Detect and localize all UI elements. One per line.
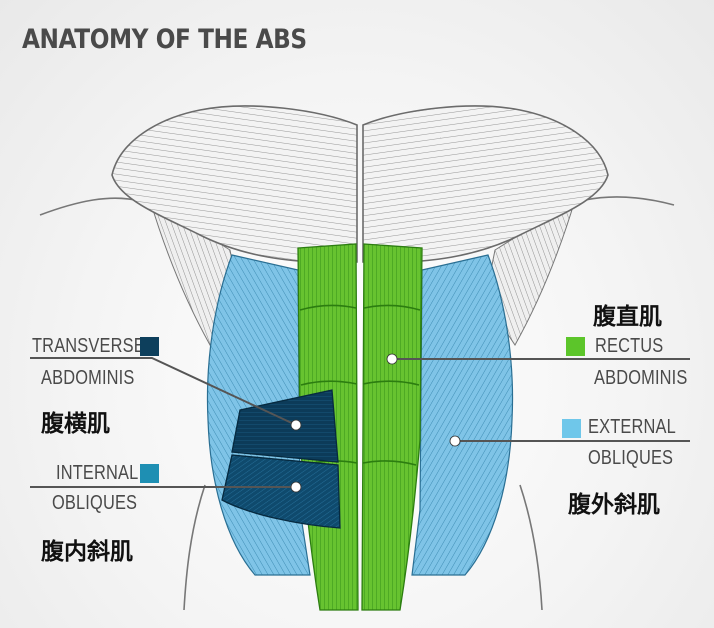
pectoral-muscles xyxy=(111,105,609,264)
marker-transverse-abdominis xyxy=(290,419,302,431)
label-transverse-line2: ABDOMINIS xyxy=(41,367,135,389)
swatch-transverse-abdominis xyxy=(140,337,159,356)
marker-rectus-abdominis xyxy=(386,353,398,365)
label-rectus-line2: ABDOMINIS xyxy=(594,367,688,389)
body-outline xyxy=(39,196,675,611)
swatch-internal-obliques xyxy=(140,464,159,483)
marker-dots xyxy=(290,353,461,493)
label-external-line1: EXTERNAL xyxy=(588,416,676,438)
label-transverse-cn: 腹横肌 xyxy=(41,411,110,437)
marker-external-obliques xyxy=(449,435,461,447)
label-internal-cn: 腹内斜肌 xyxy=(41,539,133,565)
leader-lines xyxy=(30,357,690,488)
diagram-title: ANATOMY OF THE ABS xyxy=(22,24,307,55)
label-external-cn: 腹外斜肌 xyxy=(568,492,660,518)
swatch-external-obliques xyxy=(562,419,581,438)
swatch-rectus-abdominis xyxy=(566,337,585,356)
label-internal-line2: OBLIQUES xyxy=(52,492,138,514)
label-external-line2: OBLIQUES xyxy=(588,447,674,469)
label-rectus-line1: RECTUS xyxy=(595,335,664,357)
label-rectus-cn: 腹直肌 xyxy=(593,304,662,330)
label-internal-line1: INTERNAL xyxy=(56,462,139,484)
marker-internal-obliques xyxy=(290,481,302,493)
label-transverse-line1: TRANSVERSE xyxy=(32,335,145,357)
internal-obliques-muscle xyxy=(221,454,341,529)
